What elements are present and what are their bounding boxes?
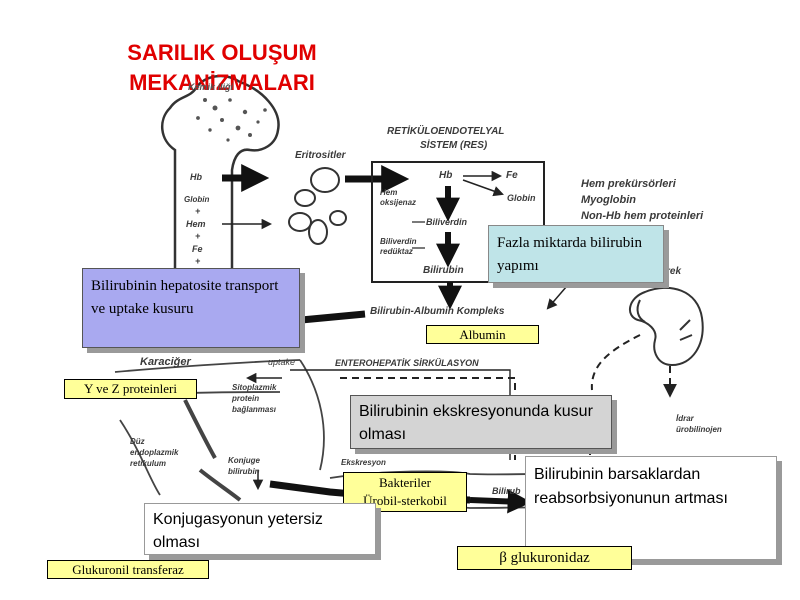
plus-1: + [195, 206, 201, 216]
kemik-iligi-label: Kemik iliği [188, 82, 234, 92]
idrar-line-2: ürobilinojen [676, 425, 722, 434]
res-fe-label: Fe [506, 170, 518, 181]
myoglobin-label: Myoglobin [581, 194, 636, 206]
yz-text: Y ve Z proteinleri [83, 381, 177, 396]
hem-left-label: Hem [186, 219, 206, 229]
page-title: SARILIK OLUŞUM MEKANİZMALARI [92, 38, 352, 98]
bilirubin-albumin-label: Bilirubin-Albumin Kompleks [370, 306, 505, 317]
res-title-line-2: SİSTEM (RES) [420, 140, 488, 151]
bakteriler-label: Bakteriler Ürobil-sterkobil [343, 472, 467, 512]
globin-left-label: Globin [184, 195, 210, 204]
barsak-text: Bilirubinin barsaklardan reabsorbsiyonun… [534, 466, 728, 507]
sitoplazmik-line-3: bağlanması [232, 405, 277, 414]
albumin-text: Albumin [459, 327, 506, 342]
intestine-arrow [469, 489, 532, 514]
ekskresyon-box: Bilirubinin ekskresyonunda kusur olması [350, 395, 612, 449]
duz-line-1: Düz [130, 437, 145, 446]
ekskresyon-text: Bilirubinin ekskresyonunda kusur olması [359, 403, 593, 443]
non-hb-label: Non-Hb hem proteinleri [581, 210, 704, 222]
hepatosite-box: Bilirubinin hepatosite transport ve upta… [82, 268, 300, 348]
konjugasyon-box: Konjugasyonun yetersiz olması [144, 503, 376, 555]
glukuronil-text: Glukuronil transferaz [72, 562, 184, 577]
enterohepatik-label: ENTEROHEPATİK SİRKÜLASYON [335, 358, 479, 368]
duz-line-2: endoplazmik [130, 448, 179, 457]
fazla-bilirubin-text: Fazla miktarda bilirubin yapımı [497, 235, 642, 274]
hb-left-label: Hb [190, 172, 202, 182]
bilirubin-fragment-label: Bilirub [492, 486, 521, 496]
title-line-1: SARILIK OLUŞUM [127, 40, 317, 65]
konjugasyon-text: Konjugasyonun yetersiz olması [153, 511, 323, 551]
beta-glukuronidaz-label: β glukuronidaz [457, 546, 632, 570]
bakteriler-text-1: Bakteriler [379, 475, 431, 490]
plus-3: + [195, 256, 201, 266]
uptake-label: uptake [268, 357, 296, 367]
barsak-box: Bilirubinin barsaklardan reabsorbsiyonun… [525, 456, 777, 560]
res-globin-label: Globin [507, 193, 536, 203]
idrar-line-1: İdrar [676, 414, 694, 423]
albumin-label: Albumin [426, 325, 539, 344]
eritrositler-label: Eritrositler [295, 150, 346, 161]
konjuge-line-2: bilirubin [228, 467, 260, 476]
res-box [371, 161, 545, 283]
hb-globin-arrow [462, 179, 504, 197]
sitoplazmik-line-2: protein [232, 394, 260, 403]
beta-text: β glukuronidaz [499, 550, 590, 566]
glukuronil-transferaz-label: Glukuronil transferaz [47, 560, 209, 579]
duz-line-3: retikulum [130, 459, 167, 468]
kidney-return-dashed [590, 334, 641, 391]
yz-proteinleri-label: Y ve Z proteinleri [64, 379, 197, 399]
bakteriler-text-2: Ürobil-sterkobil [363, 493, 447, 508]
title-line-2: MEKANİZMALARI [129, 70, 315, 95]
karaciger-label: Karaciğer [140, 356, 191, 368]
konjuge-line-1: Konjuge [228, 456, 260, 465]
biliverdin-reduktaz-line-1: Biliverdin [380, 237, 417, 246]
erythrocytes-illustration [288, 167, 347, 245]
plus-2: + [195, 231, 201, 241]
biliverdin-reduktaz-line-2: redüktaz [380, 247, 413, 256]
bobrek-fragment-label: rek [666, 266, 682, 277]
fe-left-label: Fe [192, 244, 203, 254]
sitoplazmik-line-1: Sitoplazmik [232, 383, 277, 392]
bone-marrow-illustration [161, 74, 280, 300]
bilirubin-res-label: Bilirubin [423, 265, 464, 276]
res-title-line-1: RETİKÜLOENDOTELYAL [387, 126, 505, 137]
fazla-bilirubin-box: Fazla miktarda bilirubin yapımı [488, 225, 664, 283]
res-hb-label: Hb [439, 170, 453, 181]
hem-oksijenaz-line-2: oksijenaz [380, 198, 417, 207]
hepatosite-text: Bilirubinin hepatosite transport ve upta… [91, 278, 279, 317]
biliverdin-label: Biliverdin [426, 217, 468, 227]
hem-oksijenaz-line-1: Hem [380, 188, 398, 197]
kidney-illustration [629, 286, 704, 367]
hem-prekursorleri-label: Hem prekürsörleri [581, 178, 676, 190]
ekskresyon-label: Ekskresyon [341, 458, 386, 467]
